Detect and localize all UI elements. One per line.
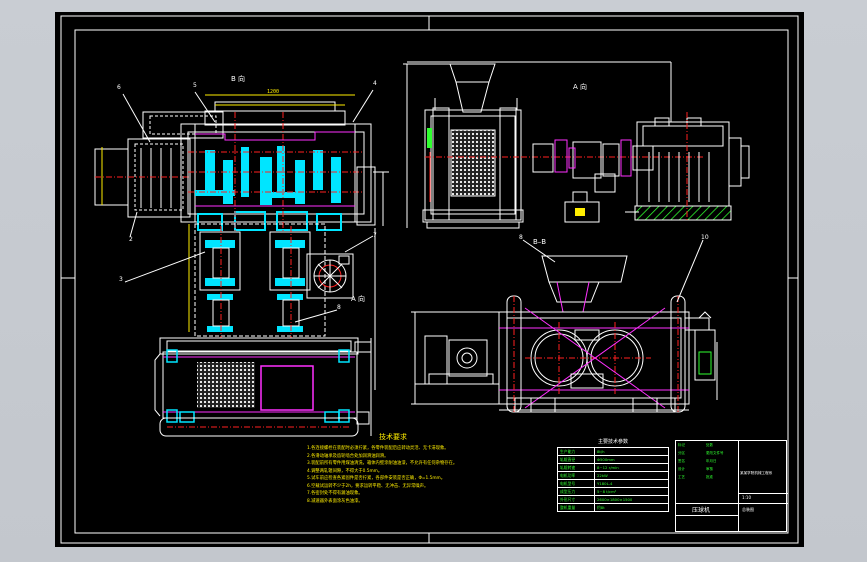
title-block-cell: 审核 — [706, 467, 713, 471]
param-name: 生产能力 — [557, 447, 595, 456]
front-view — [154, 337, 372, 437]
tech-line: 5.试车前应检查各紧固件是否拧紧，各部件安装是否正确，Φ=1.5mm。 — [307, 476, 446, 481]
balloon-10: 10 — [701, 234, 709, 241]
title-block-cell: 处数 — [706, 443, 713, 447]
title-block-header: 标记 处数分区 更改文件号签名 年月日设计 审核工艺 批准 — [678, 443, 738, 483]
param-value: Y180L-4 — [594, 479, 669, 488]
title-block: 标记处数分区更改文件号签名年月日设计审核工艺批准 某某学院机械工程系 1:10 … — [675, 440, 788, 532]
tech-line: 7.各密封处不得有漏油现象。 — [307, 491, 363, 496]
title-block-cell: 标记 — [678, 443, 685, 447]
tech-line: 8.减速器外表面涂灰色油漆。 — [307, 498, 363, 504]
balloon-7: 7 — [373, 232, 377, 239]
inner-frame — [74, 29, 789, 534]
balloon-4: 4 — [373, 80, 377, 87]
drawing-sheet[interactable]: 1200 — [55, 12, 804, 547]
param-name: 整机重量 — [557, 503, 595, 512]
param-value: 约8t — [594, 503, 669, 512]
title-block-cell: 年月日 — [706, 459, 717, 463]
hydraulic-station — [306, 253, 354, 299]
balloon-8b: 8 — [519, 234, 523, 241]
title-block-company: 某某学院机械工程系 — [740, 471, 773, 475]
tech-line: 2.各滑动轴承及齿轮啮合处加润滑油润滑。 — [307, 453, 389, 459]
param-value: 8t/h — [594, 447, 669, 456]
section-view — [411, 255, 718, 413]
param-value: 8~12 r/min — [594, 463, 669, 472]
hopper — [449, 63, 496, 83]
title-block-cell: 工艺 — [678, 475, 685, 479]
tech-line: 4.调整两轧辊间隙，不得大于0.5mm。 — [307, 468, 383, 474]
label-right-view: A 向 — [351, 295, 366, 303]
title-block-cell: 批准 — [706, 475, 713, 479]
param-value: Φ500mm — [594, 455, 669, 464]
assembly-drawing: 1200 — [60, 15, 799, 544]
param-name: 电机功率 — [557, 471, 595, 480]
tech-requirements-title: 技术要求 — [379, 433, 407, 441]
reducer — [636, 121, 730, 207]
label-section-view: B–B — [533, 238, 547, 246]
param-table-title: 主要技术参数 — [597, 439, 628, 445]
dim-text: 1200 — [267, 89, 279, 95]
title-block-cell: 分区 — [678, 451, 685, 455]
tech-requirements: 技术要求 1.各连接螺栓在装配时必须拧紧，各零件装配后应转动灵活、无卡滞现象。 … — [307, 432, 507, 505]
param-name: 成型压力 — [557, 487, 595, 496]
tech-line: 1.各连接螺栓在装配时必须拧紧，各零件装配后应转动灵活、无卡滞现象。 — [307, 446, 449, 451]
tech-line: 6.空载试运转不少于2h，要求运转平稳、无冲击、无异常噪声。 — [307, 483, 429, 489]
param-name: 外形尺寸 — [557, 495, 595, 504]
param-name: 电机型号 — [557, 479, 595, 488]
balloon-5: 5 — [193, 82, 197, 89]
side-view — [403, 61, 750, 229]
top-view: 1200 — [94, 89, 389, 232]
title-block-cell: 签名 — [678, 459, 685, 463]
tech-line: 3.装配前所有零件用煤油清洗，箱体内壁涂耐油油漆，不允许有任何杂物存在。 — [307, 461, 458, 466]
leader-lines — [122, 89, 704, 323]
param-name: 轧辊转速 — [557, 463, 595, 472]
title-block-cell: 设计 — [678, 467, 685, 471]
title-block-scale: 1:10 — [742, 495, 751, 500]
title-block-cell: 更改文件号 — [706, 451, 724, 455]
balloon-6: 6 — [117, 84, 121, 91]
param-row: 整机重量约8t — [557, 503, 669, 512]
label-side-view: A 向 — [573, 83, 588, 91]
middle-view — [188, 223, 376, 390]
label-top-view: B 向 — [231, 75, 246, 83]
roller-surface — [451, 130, 495, 196]
balloon-3: 3 — [119, 276, 123, 283]
param-value: 2600×1800×1500 — [594, 495, 669, 504]
title-block-sheet: 总装图 — [742, 507, 754, 512]
param-name: 轧辊直径 — [557, 455, 595, 464]
balloon-2: 2 — [129, 236, 133, 243]
param-value: 22kW — [594, 471, 669, 480]
title-block-drawing-name: 压球机 — [692, 507, 711, 514]
balloon-8: 8 — [337, 304, 341, 311]
param-value: 5~8 t/cm² — [594, 487, 669, 496]
